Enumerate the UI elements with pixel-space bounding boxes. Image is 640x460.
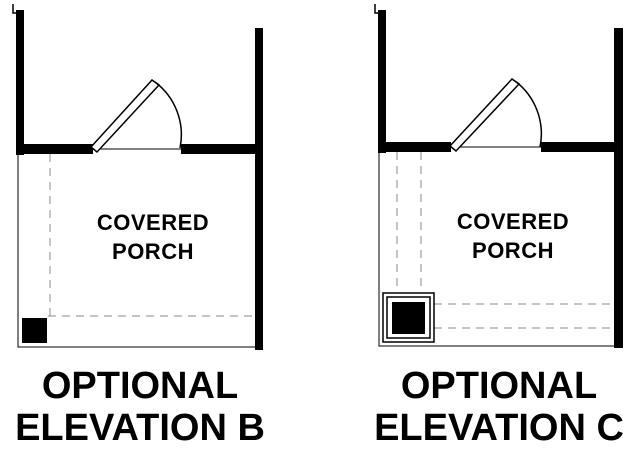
caption-line2: ELEVATION C xyxy=(374,407,624,449)
door-leaf xyxy=(448,78,521,153)
door-leaf xyxy=(89,79,161,154)
porch-slab-outline xyxy=(17,154,256,348)
top-wall-left-segment xyxy=(378,142,451,152)
room-label-line1: COVERED xyxy=(457,209,569,234)
caption-line2: ELEVATION B xyxy=(15,407,265,449)
left-wall xyxy=(16,10,24,155)
plan-elevation-c: COVERED PORCH OPTIONAL ELEVATION C xyxy=(374,4,624,449)
caption-line1: OPTIONAL xyxy=(401,365,597,407)
door-swing-arc xyxy=(154,81,183,149)
room-label-line1: COVERED xyxy=(97,210,209,235)
caption-line1: OPTIONAL xyxy=(42,365,238,407)
porch-slab-outline xyxy=(378,152,615,347)
door xyxy=(448,78,543,153)
column-post xyxy=(392,302,425,334)
porch-column xyxy=(22,318,47,343)
door-swing-arc xyxy=(514,80,543,148)
room-label-line2: PORCH xyxy=(112,239,194,264)
left-wall xyxy=(378,10,386,153)
top-wall-right-segment xyxy=(541,142,623,152)
top-wall-right-segment xyxy=(181,144,263,154)
room-label-line2: PORCH xyxy=(472,238,554,263)
right-wall xyxy=(255,28,263,350)
plan-elevation-b: COVERED PORCH OPTIONAL ELEVATION B xyxy=(12,4,265,449)
right-wall xyxy=(614,28,623,348)
top-wall-left-segment xyxy=(16,144,93,154)
door xyxy=(89,79,183,154)
porch-column xyxy=(382,292,435,343)
